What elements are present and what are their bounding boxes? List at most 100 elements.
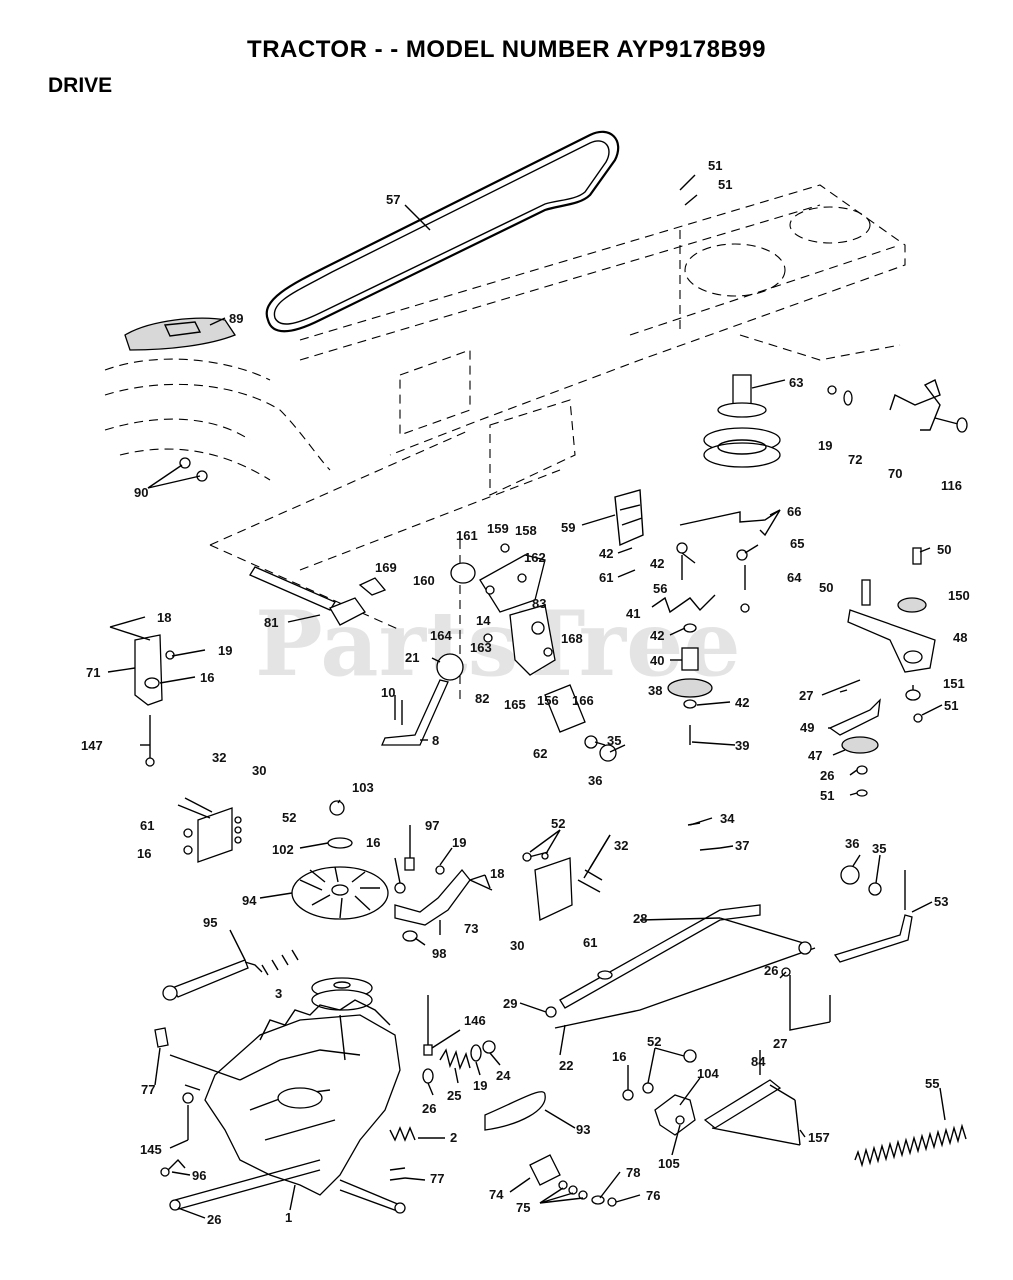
callout-93: 93 [576,1122,590,1137]
callout-102: 102 [272,842,294,857]
callout-36: 36 [845,836,859,851]
callout-95: 95 [203,915,217,930]
callout-98: 98 [432,946,446,961]
callout-42: 42 [599,546,613,561]
callout-34: 34 [720,811,735,826]
callout-35: 35 [607,733,621,748]
callout-42: 42 [650,556,664,571]
callout-29: 29 [503,996,517,1011]
callout-63: 63 [789,375,803,390]
callout-16: 16 [200,670,214,685]
callout-24: 24 [496,1068,511,1083]
callout-48: 48 [953,630,967,645]
hood-outline [104,358,331,481]
callout-14: 14 [476,613,491,628]
drive-belt-57-inner [273,140,610,325]
callout-96: 96 [192,1168,206,1183]
callout-18: 18 [490,866,504,881]
callout-52: 52 [282,810,296,825]
callout-16: 16 [612,1049,626,1064]
callout-51: 51 [944,698,958,713]
callout-156: 156 [537,693,559,708]
callout-41: 41 [626,606,640,621]
callout-40: 40 [650,653,664,668]
roller-62 [544,684,586,733]
bracket-59 [614,489,644,547]
callout-2: 2 [450,1130,457,1145]
callout-77: 77 [430,1171,444,1186]
callout-49: 49 [800,720,814,735]
knob-21 [436,653,464,681]
callout-163: 163 [470,640,492,655]
lever-plate-165 [483,604,556,676]
callout-62: 62 [533,746,547,761]
callout-36: 36 [588,773,602,788]
callout-77: 77 [141,1082,155,1097]
callout-8: 8 [432,733,439,748]
callout-164: 164 [430,628,452,643]
bracket-104 [654,1094,696,1136]
callout-74: 74 [489,1187,504,1202]
callout-27: 27 [773,1036,787,1051]
callout-27: 27 [799,688,813,703]
callout-32: 32 [212,750,226,765]
bracket-71 [134,634,163,706]
tractor-frame [209,184,906,700]
bracket-49 [828,698,881,736]
bracket-30-right [522,851,603,921]
callout-labels: 57 51 51 89 63 19 72 70 116 90 59 66 161… [81,158,970,1227]
callout-26: 26 [422,1101,436,1116]
leader-lines [107,174,946,1219]
spring-55 [854,1123,967,1168]
callout-59: 59 [561,520,575,535]
callout-72: 72 [848,452,862,467]
callout-56: 56 [653,581,667,596]
cross-shaft-81 [249,566,336,611]
callout-37: 37 [735,838,749,853]
callout-97: 97 [425,818,439,833]
callout-66: 66 [787,504,801,519]
callout-16: 16 [137,846,151,861]
callout-26: 26 [820,768,834,783]
idler-stack-38 [667,542,713,745]
idler-bracket-48 [847,547,936,723]
callout-38: 38 [648,683,662,698]
callout-52: 52 [647,1034,661,1049]
callout-18: 18 [157,610,171,625]
callout-53: 53 [934,894,948,909]
hose-93 [484,1091,546,1131]
callout-3: 3 [275,986,282,1001]
transaxle-pulley-3 [311,977,373,1011]
clip-70 [889,379,941,431]
spring-25 [439,1048,471,1071]
callout-151: 151 [943,676,965,691]
rod-41 [651,594,716,614]
callout-10: 10 [381,685,395,700]
callout-165: 165 [504,697,526,712]
callout-42: 42 [650,628,664,643]
callout-94: 94 [242,893,257,908]
callout-84: 84 [751,1054,766,1069]
callout-168: 168 [561,631,583,646]
callout-145: 145 [140,1142,162,1157]
callout-39: 39 [735,738,749,753]
callout-169: 169 [375,560,397,575]
callout-19: 19 [818,438,832,453]
pedal-shaft-84 [703,1079,782,1129]
callout-83: 83 [532,596,546,611]
callout-19: 19 [452,835,466,850]
rod-28 [559,904,761,1009]
callout-61: 61 [599,570,613,585]
callout-19: 19 [473,1078,487,1093]
callout-50: 50 [937,542,951,557]
callout-1: 1 [285,1210,292,1225]
callout-78: 78 [626,1165,640,1180]
diagram-title: TRACTOR - - MODEL NUMBER AYP9178B99 [247,36,766,63]
callout-73: 73 [464,921,478,936]
callout-19: 19 [218,643,232,658]
callout-116: 116 [941,478,962,493]
callout-51: 51 [718,177,732,192]
callout-26: 26 [764,963,778,978]
callout-162: 162 [524,550,546,565]
